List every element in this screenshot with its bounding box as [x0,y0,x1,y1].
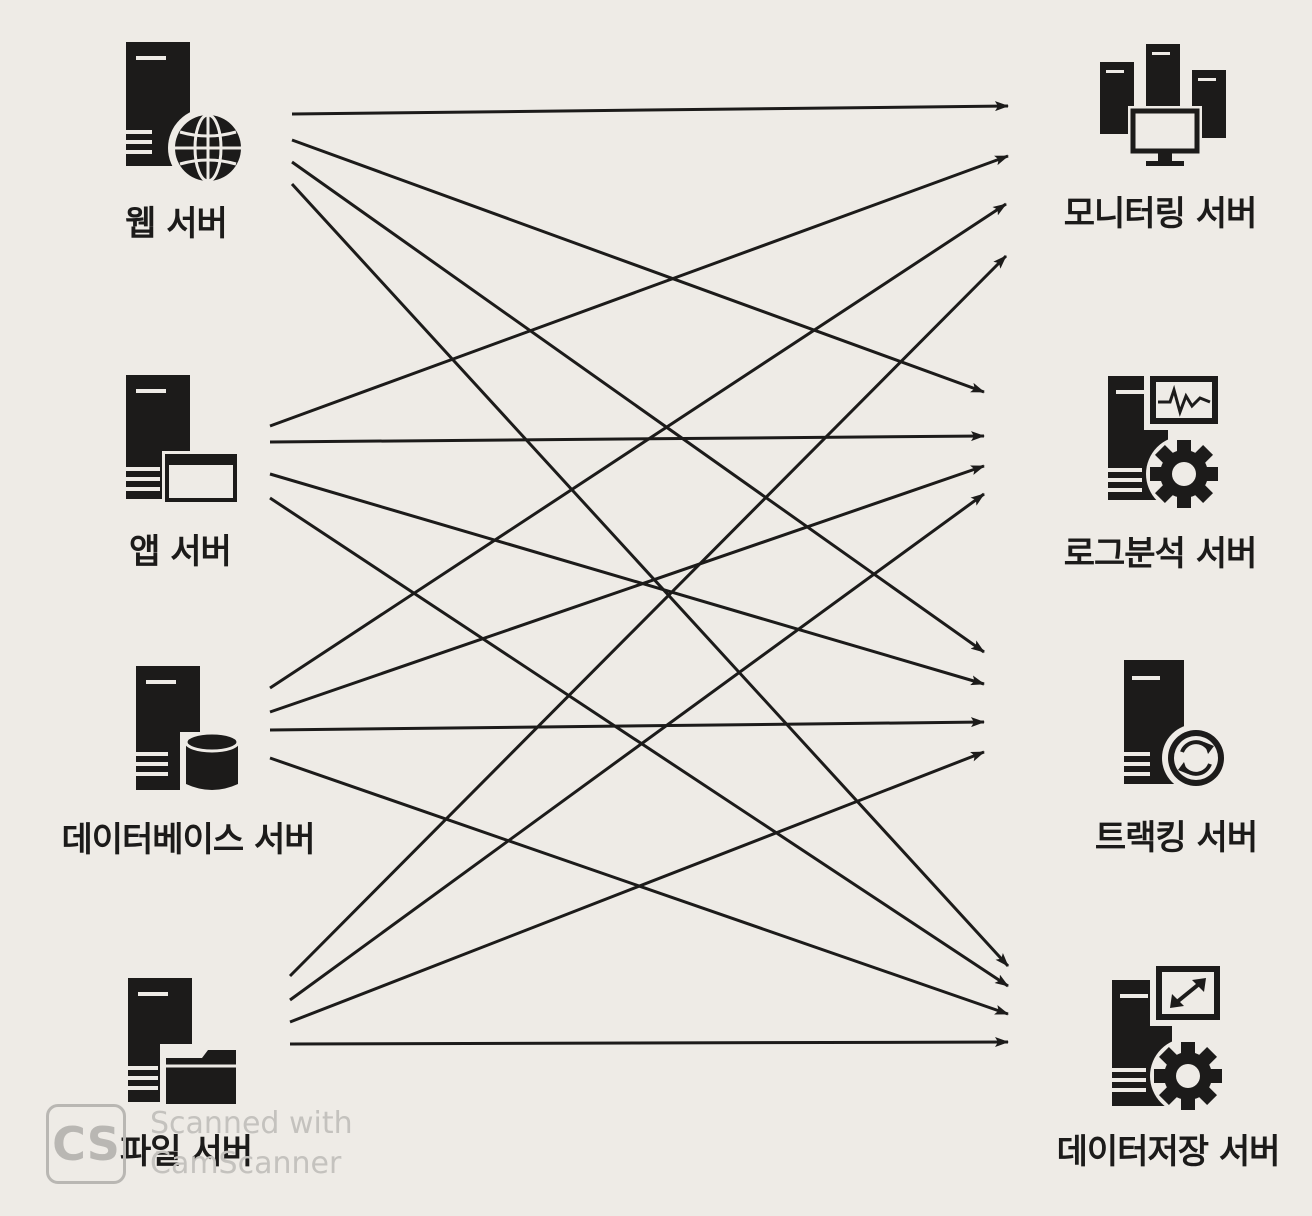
arrow-db-to-log [269,464,985,714]
server-chart-gear-icon [1108,370,1224,512]
arrow-file-to-log [289,492,985,1002]
arrow-db-to-monitor [269,202,1007,690]
server-globe-icon [126,42,248,188]
arrow-web-to-log [291,138,985,394]
arrow-app-to-log [269,431,985,444]
server-window-icon [126,375,240,505]
server-database-icon [136,666,246,794]
camscanner-logo: CS [46,1104,126,1184]
arrow-file-to-monitor [288,254,1008,978]
connection-arrows [269,101,1010,1048]
arrow-web-to-tracking [291,160,985,654]
server-sync-icon [1124,660,1230,792]
camscanner-watermark: CS Scanned with CamScanner [46,1104,406,1188]
label-data-storage-server: 데이터저장 서버 [1056,1132,1281,1172]
label-log-analysis-server: 로그분석 서버 [1063,534,1258,574]
server-folder-icon [128,978,240,1108]
watermark-line-1: Scanned with [150,1106,353,1141]
label-app-server: 앱 서버 [129,532,232,572]
arrow-file-to-tracking [289,750,985,1024]
arrow-file-to-storage [289,1037,1009,1048]
arrow-web-to-storage [290,182,1010,968]
label-tracking-server: 트랙킹 서버 [1094,818,1258,858]
label-file-server: 파일 서버 [120,1132,253,1172]
arrow-app-to-tracking [269,472,985,686]
arrow-db-to-tracking [269,717,985,732]
label-database-server: 데이터베이스 서버 [61,820,315,860]
label-web-server: 웹 서버 [125,204,228,244]
arrow-app-to-monitor [269,154,1009,428]
watermark-line-2: CamScanner [150,1146,342,1181]
server-resize-gear-icon [1112,960,1226,1114]
label-monitoring-server: 모니터링 서버 [1063,194,1258,234]
arrow-web-to-monitor [291,101,1009,116]
arrow-app-to-storage [269,496,1009,988]
servers-monitor-icon [1100,44,1226,166]
